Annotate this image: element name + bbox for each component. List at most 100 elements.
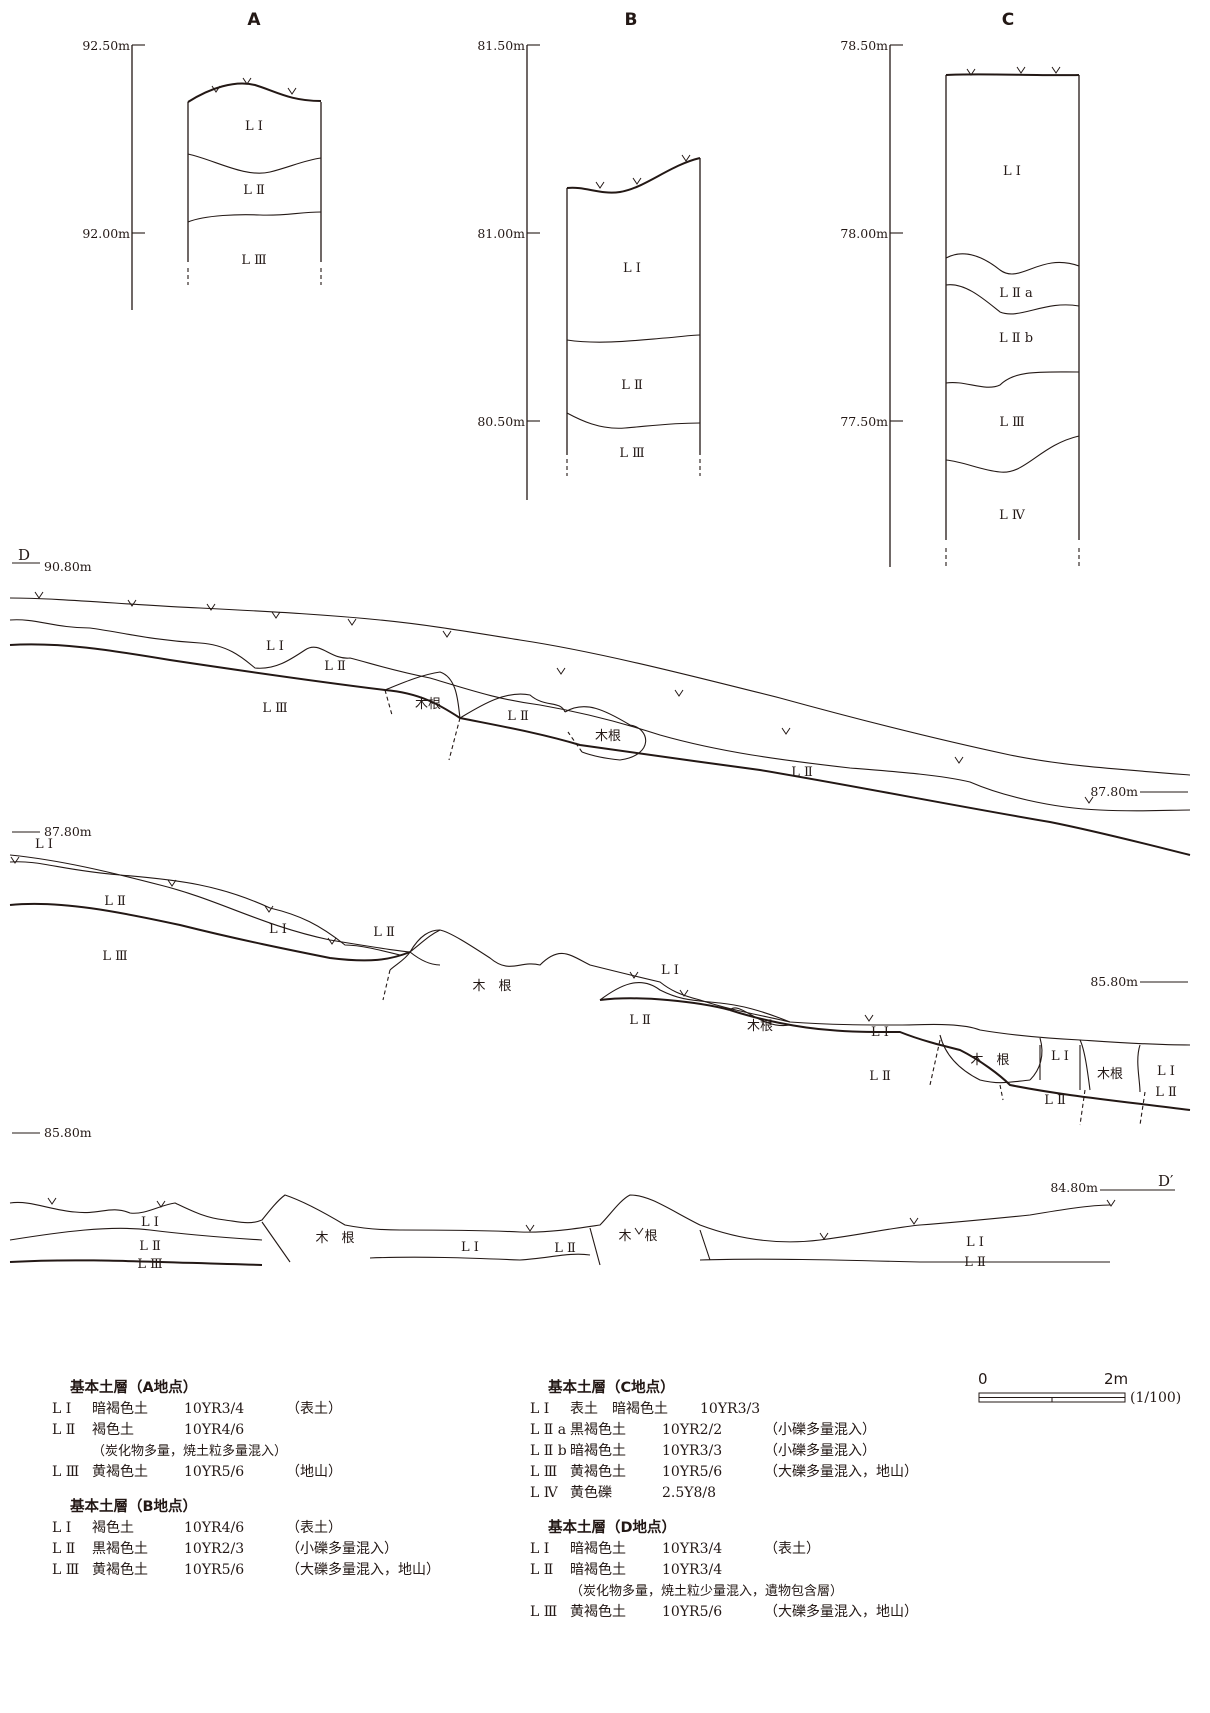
elev-label: 84.80m [1050,1180,1098,1195]
layer-label: L Ⅱ [507,709,529,724]
legend-title: 基本土層（D地点） [548,1520,677,1536]
legend-code: L Ⅰ [530,1541,550,1557]
elev-label: 85.80m [1090,974,1138,989]
legend-color: 10YR4/6 [184,1422,245,1438]
legend-name: 黄褐色土 [92,1464,148,1480]
legend-color: 10YR2/2 [662,1422,723,1438]
elev-label: 81.00m [477,226,525,241]
root-label: 木根 [415,697,441,712]
root-label: 木根 [595,729,621,744]
section-start-label: D [18,546,30,564]
legend-name: 黒褐色土 [570,1422,626,1438]
layer-label: L Ⅲ [241,253,266,268]
legend-row: L Ⅲ 黄褐色土 10YR5/6 （地山） [52,1462,440,1483]
legend-color: 10YR3/4 [184,1401,245,1417]
layer-label: L Ⅱ [629,1013,651,1028]
layer-label: L Ⅳ [999,508,1026,523]
legend-name: 暗褐色土 [570,1443,626,1459]
legend-note: （表土） [286,1520,342,1536]
legend-code: L Ⅱ a [530,1422,567,1438]
layer-label: L Ⅰ [1051,1049,1069,1064]
legend-row: L Ⅰ 表土 暗褐色土 10YR3/3 [530,1399,918,1420]
legend-code: L Ⅳ [530,1485,558,1501]
layer-label: L Ⅰ [661,963,679,978]
legend-name: 暗褐色土 [570,1541,626,1557]
layer-label: L Ⅲ [999,415,1024,430]
layer-label: L Ⅱ [139,1239,161,1254]
legend-note: （小礫多量混入） [764,1443,876,1459]
soil-section-figure: A B C 92.50m 92.00m 81.50m 81.00m 80.50m… [9,10,1191,1270]
section-end-label: D′ [1158,1172,1174,1190]
layer-label: L Ⅰ [1003,164,1021,179]
legend-color: 10YR3/3 [662,1443,723,1459]
layer-label: L Ⅱ [554,1241,576,1256]
legend-note: （地山） [286,1464,342,1480]
elev-label: 87.80m [44,824,92,839]
column-a-title: A [247,10,261,30]
legend-code: L Ⅰ [530,1401,550,1417]
legend-name: 褐色土 [92,1520,134,1536]
elev-label: 78.50m [840,38,888,53]
scale-zero-label: 0 [978,1370,988,1388]
legend-code: L Ⅲ [52,1562,80,1578]
legend-note: （小礫多量混入） [286,1541,398,1557]
layer-label: L Ⅰ [461,1240,479,1255]
elev-label: 80.50m [477,414,525,429]
legend-color: 10YR2/3 [184,1541,245,1557]
legend-code: L Ⅲ [52,1464,80,1480]
legend-color: 2.5Y8/8 [662,1485,717,1501]
section-d-row3 [9,1189,1175,1266]
legend-color: 10YR5/6 [662,1464,723,1480]
legend-name: 暗褐色土 [92,1401,148,1417]
legend-color: 10YR5/6 [184,1562,245,1578]
layer-label: L Ⅰ [245,119,263,134]
legend-color: 10YR5/6 [184,1464,245,1480]
layer-label: L Ⅱ [869,1069,891,1084]
column-b [526,44,701,500]
legend-code: L Ⅲ [530,1464,558,1480]
legend-title: 基本土層（A地点） [70,1380,198,1396]
legend-note: （大礫多量混入，地山） [286,1562,440,1578]
layer-label: L Ⅱ b [999,331,1033,346]
section-d-row1 [9,562,1191,856]
layer-label: L Ⅰ [266,639,284,654]
legend-code: L Ⅰ [52,1520,72,1536]
layer-label: L Ⅰ [871,1025,889,1040]
layer-label: L Ⅱ [1155,1085,1177,1100]
legend-code: L Ⅱ [52,1541,76,1557]
layer-label: L Ⅱ [243,183,265,198]
legend-note: （炭化物多量，焼土粒少量混入，遺物包含層） [570,1584,844,1599]
scale-bar-graphic [978,1392,1126,1403]
layer-label: L Ⅲ [102,949,127,964]
legend-color: 10YR4/6 [184,1520,245,1536]
layer-label: L Ⅱ [621,378,643,393]
elev-label: 87.80m [1090,784,1138,799]
scale-ratio: (1/100) [1130,1390,1182,1406]
root-label: 木 根 [472,979,511,994]
scale-bar: 0 2m (1/100) [978,1370,1198,1440]
layer-label: L Ⅱ [1044,1093,1066,1108]
legend-code: L Ⅱ [530,1562,554,1578]
legend-code: L Ⅰ [52,1401,72,1417]
layer-label: L Ⅲ [262,701,287,716]
elev-label: 85.80m [44,1125,92,1140]
legend-color: 10YR3/3 [700,1401,761,1417]
legend-code: L Ⅲ [530,1604,558,1620]
legend-row: L Ⅰ 褐色土 10YR4/6 （表土） [52,1518,440,1539]
legend-name: 表土 暗褐色土 [570,1401,668,1417]
legend-name: 黄褐色土 [570,1464,626,1480]
root-label: 木 根 [970,1053,1009,1068]
legend-name: 黄色礫 [570,1485,612,1501]
legend-note: （表土） [764,1541,820,1557]
column-c-title: C [1002,10,1014,30]
root-label: 木 根 [618,1229,657,1244]
layer-label: L Ⅰ [966,1235,984,1250]
